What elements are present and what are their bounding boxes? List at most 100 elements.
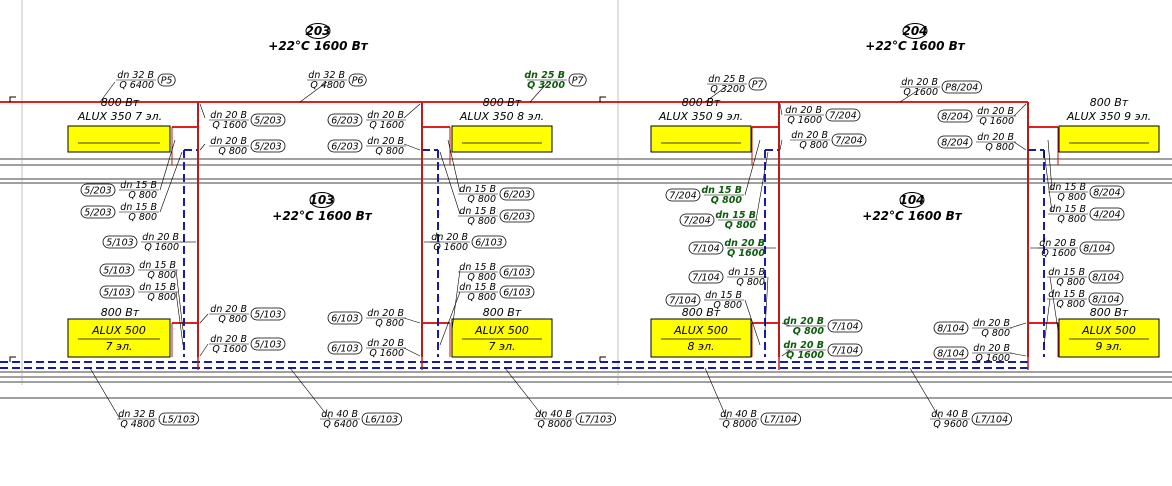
pipe-tag: 6/103 — [503, 267, 530, 278]
pipe-tag: 8/204 — [941, 137, 968, 148]
room-number: 104 — [899, 193, 924, 207]
radiator-model: ALUX 350 9 эл. — [1066, 110, 1151, 123]
pipe-diameter: dn 32 B — [118, 409, 155, 420]
pipe-flow: Q 800 — [467, 272, 496, 283]
room-spec: +22°C 1600 Вт — [862, 209, 962, 223]
pipe-diameter: dn 15 B — [1048, 289, 1085, 300]
pipe-flow: Q 1600 — [727, 248, 765, 259]
pipe-tag: 6/203 — [331, 115, 358, 126]
pipe-diameter: dn 32 B — [117, 70, 154, 81]
pipe-flow: Q 1600 — [212, 344, 247, 355]
pipe-diameter: dn 15 B — [459, 184, 496, 195]
pipe-flow: Q 3200 — [710, 84, 745, 95]
pipe-flow: Q 800 — [981, 328, 1010, 339]
pipe-tag: 5/103 — [254, 309, 281, 320]
radiator-sections: 7 эл. — [488, 340, 515, 353]
pipe-tag: 5/103 — [254, 339, 281, 350]
pipe-tag: 7/104 — [831, 345, 858, 356]
pipe-tag: 7/104 — [831, 321, 858, 332]
floor-lines — [0, 0, 1172, 399]
pipe-tag: 7/204 — [835, 135, 862, 146]
pipe-label: dn 20 BQ 1600 7/104 — [688, 238, 776, 259]
pipe-flow: Q 800 — [1056, 299, 1085, 310]
pipe-flow: Q 800 — [128, 190, 157, 201]
pipe-tag: 7/104 — [692, 272, 719, 283]
pipe-diameter: dn 15 B — [728, 267, 765, 278]
pipe-flow: Q 800 — [985, 142, 1014, 153]
pipe-flow: Q 8000 — [537, 419, 572, 430]
radiator-body — [650, 125, 752, 153]
radiator-power: 800 Вт — [1090, 96, 1129, 109]
pipe-flow: Q 800 — [218, 314, 247, 325]
radiator-sections: 8 эл. — [687, 340, 714, 353]
pipe-diameter: dn 15 B — [139, 260, 176, 271]
pipe-diameter: dn 20 B — [973, 343, 1010, 354]
pipe-flow: Q 800 — [375, 146, 404, 157]
pipe-tag: P7 — [572, 75, 584, 86]
pipe-tag: L6/103 — [365, 414, 398, 425]
room-labels: 203 +22°C 1600 Вт 204 +22°C 1600 Вт 103 … — [268, 23, 966, 223]
pipe-flow: Q 1600 — [369, 120, 404, 131]
radiator-body — [1058, 318, 1160, 358]
pipe-flow: Q 6400 — [323, 419, 358, 430]
pipe-diameter: dn 20 B — [724, 238, 765, 249]
pipe-diameter: dn 15 B — [459, 206, 496, 217]
pipe-label: dn 40 BQ 6400 L6/103 — [289, 367, 402, 430]
pipe-diameter: dn 15 B — [701, 185, 742, 196]
pipe-tag: 8/104 — [1083, 243, 1110, 254]
pipe-diameter: dn 15 B — [120, 202, 157, 213]
room-104: 104 +22°C 1600 Вт — [862, 192, 963, 223]
pipe-diameter: dn 20 B — [901, 77, 938, 88]
pipe-diameter: dn 20 B — [783, 340, 824, 351]
pipe-tag: L7/104 — [975, 414, 1008, 425]
pipe-diameter: dn 40 B — [321, 409, 358, 420]
pipe-flow: Q 8000 — [722, 419, 757, 430]
pipe-flow: Q 800 — [128, 212, 157, 223]
pipe-diameter: dn 20 B — [1039, 238, 1076, 249]
return-main — [0, 149, 1045, 369]
pipe-tag: P8/204 — [945, 82, 978, 93]
radiator-model: ALUX 500 — [1081, 324, 1136, 337]
pipe-diameter: dn 20 B — [973, 318, 1010, 329]
radiator-body — [650, 318, 752, 358]
radiator-model: ALUX 350 7 эл. — [77, 110, 162, 123]
pipe-tag: 6/203 — [503, 189, 530, 200]
pipe-tag: 5/103 — [106, 237, 133, 248]
pipe-diameter: dn 40 B — [535, 409, 572, 420]
pipe-flow: Q 800 — [467, 292, 496, 303]
pipe-flow: Q 800 — [1057, 192, 1086, 203]
pipe-flow: Q 4800 — [120, 419, 155, 430]
pipe-tag: 6/203 — [331, 141, 358, 152]
pipe-tag: 6/103 — [503, 287, 530, 298]
radiator-power: 800 Вт — [483, 306, 522, 319]
pipe-tag: 7/104 — [692, 243, 719, 254]
radiator-power: 800 Вт — [101, 96, 140, 109]
pipe-tag: 6/103 — [331, 343, 358, 354]
